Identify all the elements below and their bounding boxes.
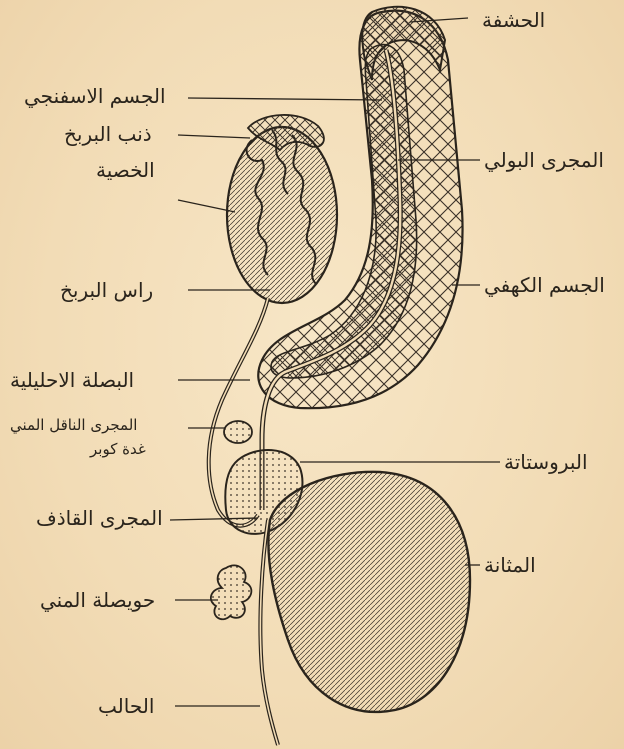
label-cowper-gland: غدة كوبر (90, 442, 146, 457)
label-seminal-vesicle: حويصلة المني (40, 590, 155, 610)
leader-epididymis-tail (178, 135, 250, 138)
label-epididymis-head: راس البربخ (60, 280, 153, 300)
label-urethra: المجرى البولي (484, 150, 604, 170)
label-epididymis-tail: ذنب البربخ (64, 124, 152, 144)
label-glans: الحشفة (482, 10, 545, 30)
label-urethral-bulb: البصلة الاحليلية (10, 370, 134, 390)
label-corpus-spongiosum: الجسم الاسفنجي (24, 86, 166, 106)
label-bladder: المثانة (484, 555, 536, 575)
leader-corpus-spongiosum (188, 98, 382, 100)
seminal-vesicle-shape (211, 565, 252, 619)
testis-shape (227, 127, 337, 303)
label-corpus-cavernosum: الجسم الكهفي (484, 275, 605, 295)
bladder-shape (268, 472, 470, 712)
label-testis: الخصية (96, 160, 155, 180)
label-ejaculatory-duct: المجرى القاذف (36, 508, 163, 528)
label-ureter: الحالب (98, 696, 154, 716)
label-vas-deferens: المجرى الناقل المني (10, 418, 137, 433)
cowper-gland-shape (224, 421, 252, 443)
label-prostate: البروستاتة (504, 452, 588, 472)
